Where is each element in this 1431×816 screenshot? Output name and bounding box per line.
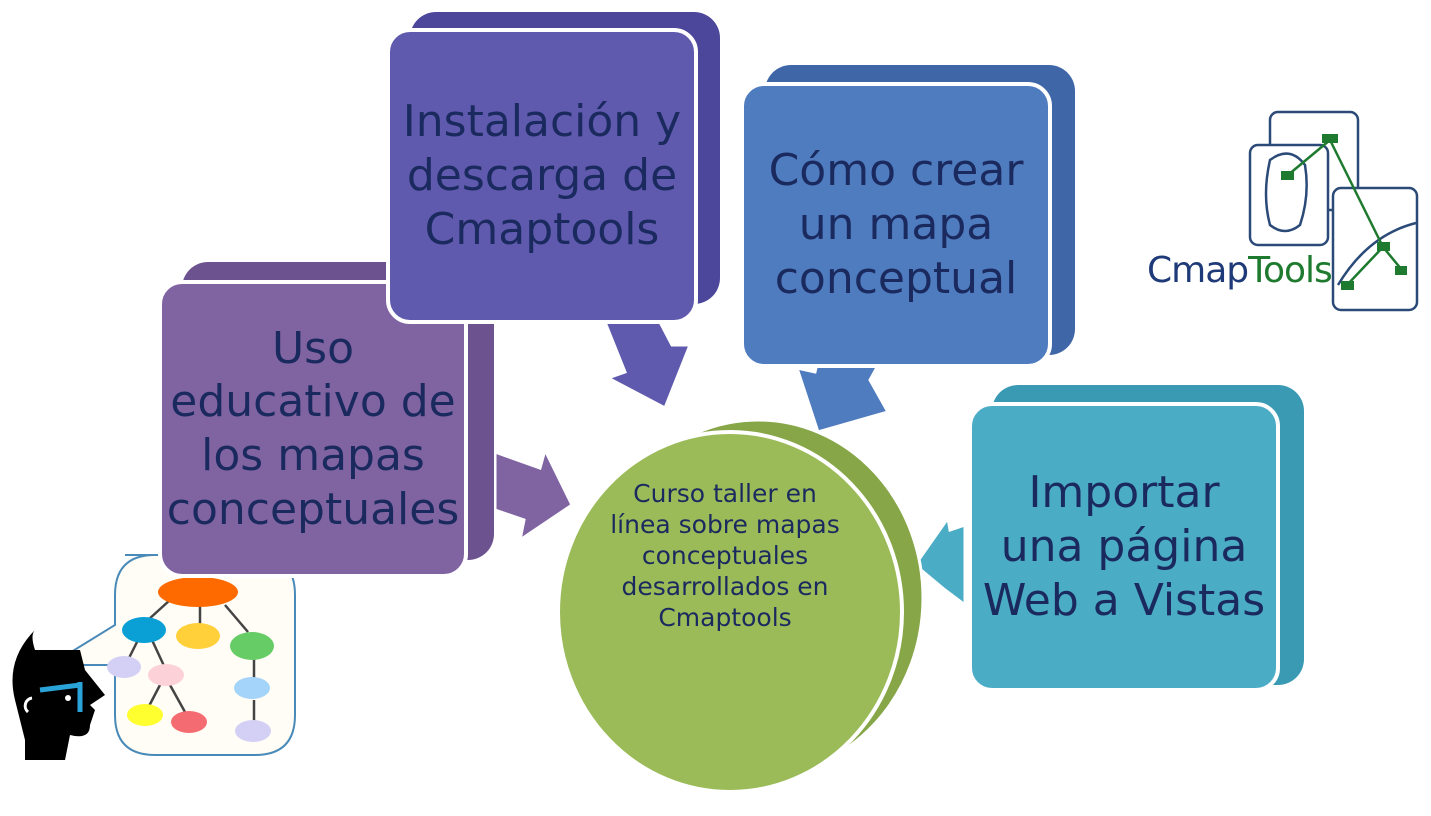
arrow-from-instalacion <box>602 320 693 411</box>
box-uso-educativo: Uso educativo de los mapas conceptuales <box>158 280 468 578</box>
logo-part-cmap: Cmap <box>1147 250 1249 291</box>
box-crear-label: Cómo crear un mapa conceptual <box>768 145 1024 304</box>
box-instalacion: Instalación y descarga de Cmaptools <box>386 28 698 324</box>
arrow-from-uso <box>493 445 574 544</box>
box-instalacion-label: Instalación y descarga de Cmaptools <box>402 96 682 255</box>
cmaptools-logo-icon <box>1248 110 1419 312</box>
cmaptools-logo-text: CmapTools <box>1147 250 1333 291</box>
box-importar-label: Importar una página Web a Vistas <box>982 467 1266 626</box>
thinking-head-illustration <box>12 554 296 760</box>
logo-part-tools: Tools <box>1248 250 1333 291</box>
center-circle <box>556 430 904 794</box>
center-label: Curso taller en línea sobre mapas concep… <box>610 479 840 632</box>
box-uso-label: Uso educativo de los mapas conceptuales <box>166 322 460 535</box>
box-como-crear: Cómo crear un mapa conceptual <box>740 82 1052 368</box>
box-importar: Importar una página Web a Vistas <box>968 402 1280 692</box>
